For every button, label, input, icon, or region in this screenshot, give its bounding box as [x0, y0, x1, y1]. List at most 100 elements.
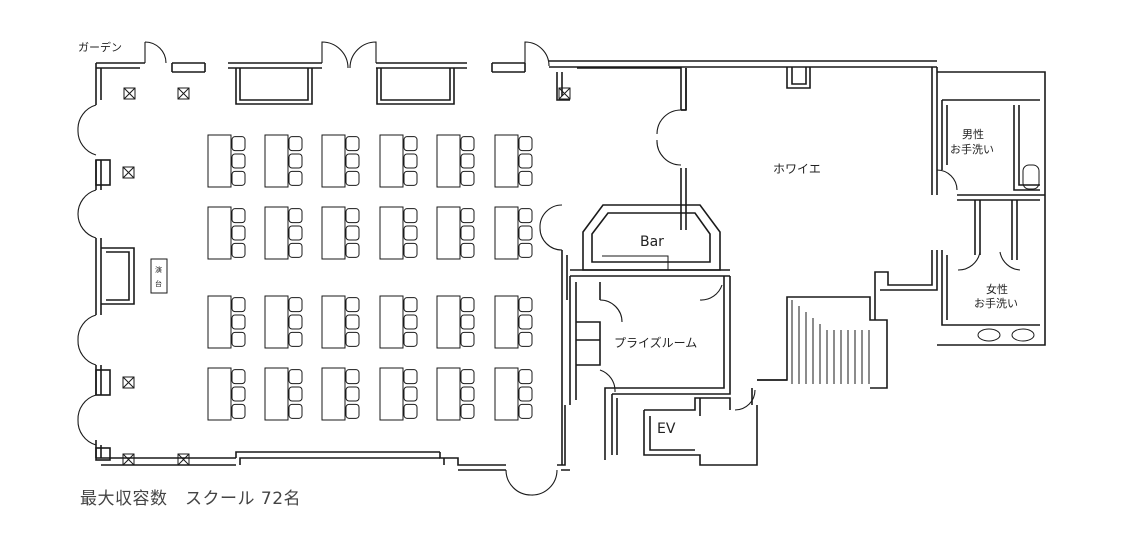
chair	[518, 297, 533, 313]
school-table	[436, 206, 461, 260]
school-table	[264, 367, 289, 421]
chair	[345, 153, 360, 169]
capacity-caption: 最大収容数 スクール 72名	[80, 484, 301, 509]
school-table	[379, 295, 404, 349]
chair	[403, 331, 418, 347]
chair	[403, 208, 418, 224]
chair	[231, 153, 246, 169]
hall-walls	[95, 60, 937, 471]
school-table	[321, 134, 346, 188]
capacity-label: 最大収容数	[80, 489, 168, 509]
chair	[345, 314, 360, 330]
chair	[345, 297, 360, 313]
school-tables	[207, 134, 533, 421]
layout-capacity: スクール 72名	[185, 489, 302, 509]
chair	[345, 403, 360, 419]
chair	[460, 242, 475, 258]
school-table	[207, 134, 232, 188]
chair	[518, 208, 533, 224]
chair	[460, 314, 475, 330]
chair	[345, 369, 360, 385]
chair	[345, 386, 360, 402]
chair	[288, 386, 303, 402]
prize-room-label: プライズルーム	[614, 335, 697, 350]
stage-label-2: 台	[155, 279, 162, 288]
chair	[288, 314, 303, 330]
chair	[403, 136, 418, 152]
bar-area	[570, 204, 730, 277]
school-table	[264, 134, 289, 188]
school-table	[207, 367, 232, 421]
chair	[403, 403, 418, 419]
chair	[518, 153, 533, 169]
chair	[403, 170, 418, 186]
chair	[288, 369, 303, 385]
school-table	[379, 134, 404, 188]
womens-restroom-label-1: 女性	[986, 282, 1008, 296]
foyer-area	[681, 67, 938, 389]
chair	[231, 369, 246, 385]
chair	[518, 331, 533, 347]
chair	[518, 242, 533, 258]
garden-label: ガーデン	[78, 40, 122, 54]
chair	[231, 314, 246, 330]
restrooms	[937, 71, 1046, 346]
chair	[518, 314, 533, 330]
chair	[460, 170, 475, 186]
chair	[288, 242, 303, 258]
chair	[460, 153, 475, 169]
womens-restroom-label-2: お手洗い	[974, 296, 1018, 310]
school-table	[264, 206, 289, 260]
school-table	[207, 206, 232, 260]
chair	[231, 297, 246, 313]
chair	[460, 208, 475, 224]
staircase	[791, 300, 870, 384]
school-table	[264, 295, 289, 349]
chair	[288, 225, 303, 241]
stage-label-1: 演	[155, 265, 162, 274]
chair	[460, 136, 475, 152]
chair	[345, 225, 360, 241]
chair	[231, 403, 246, 419]
school-table	[379, 367, 404, 421]
chair	[288, 170, 303, 186]
chair	[345, 242, 360, 258]
school-table	[321, 367, 346, 421]
chair	[345, 331, 360, 347]
chair	[460, 331, 475, 347]
school-table	[436, 134, 461, 188]
chair	[231, 208, 246, 224]
chair	[403, 153, 418, 169]
chair	[231, 170, 246, 186]
chair	[403, 242, 418, 258]
chair	[288, 208, 303, 224]
prize-room	[569, 276, 787, 466]
chair	[403, 369, 418, 385]
chair	[518, 225, 533, 241]
school-table	[436, 367, 461, 421]
school-table	[494, 134, 519, 188]
chair	[403, 386, 418, 402]
chair	[403, 225, 418, 241]
chair	[345, 136, 360, 152]
chair	[460, 297, 475, 313]
bar-label: Bar	[640, 234, 664, 250]
mens-restroom-label-2: お手洗い	[950, 142, 994, 156]
chair	[231, 136, 246, 152]
chair	[403, 297, 418, 313]
chair	[345, 208, 360, 224]
school-table	[321, 295, 346, 349]
chair	[460, 403, 475, 419]
chair	[288, 297, 303, 313]
structural-columns	[122, 87, 571, 466]
chair	[288, 331, 303, 347]
chair	[288, 153, 303, 169]
elevator-label: EV	[657, 421, 676, 437]
chair	[231, 225, 246, 241]
chair	[518, 403, 533, 419]
chair	[460, 386, 475, 402]
chair	[231, 386, 246, 402]
school-table	[379, 206, 404, 260]
doors	[77, 41, 1021, 496]
